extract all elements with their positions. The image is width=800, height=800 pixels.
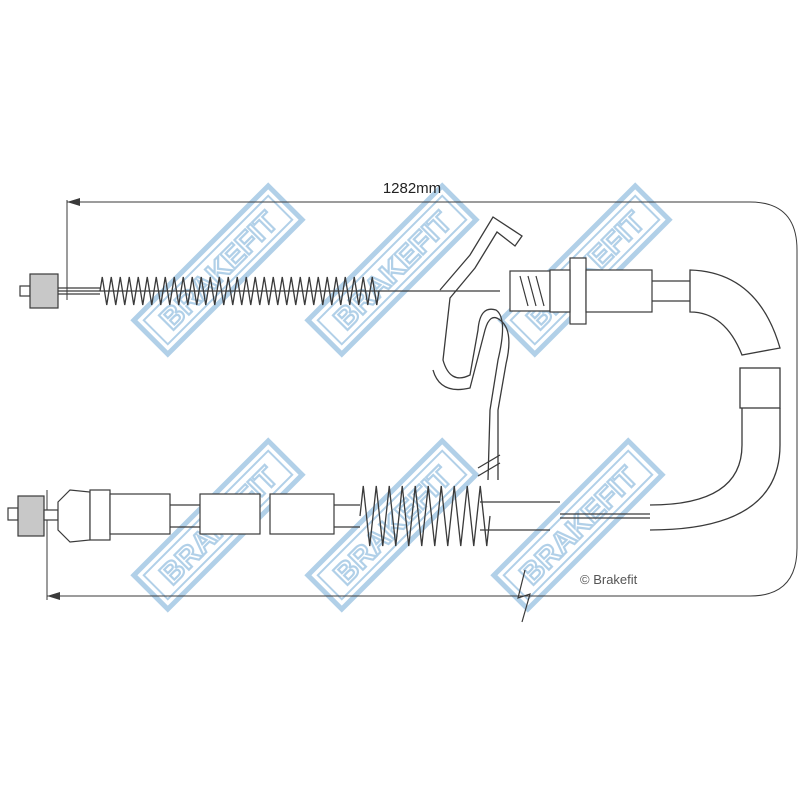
dimension-lines: [46, 200, 798, 600]
watermark-badge: BRAKEFIT: [134, 186, 302, 354]
upper-cable: [19, 273, 500, 309]
break-symbol: [517, 569, 531, 623]
lower-cable: [7, 489, 650, 543]
watermark-text: BRAKEFIT: [154, 206, 285, 337]
watermark-badge: BRAKEFIT: [308, 186, 476, 354]
upper-connector: [509, 257, 690, 325]
upper-spring: [99, 276, 380, 306]
copyright-text: © Brakefit: [580, 572, 638, 587]
lower-spring: [359, 485, 491, 547]
lever-hook: [432, 216, 523, 481]
dimension-arrow: [67, 198, 80, 206]
cable-bend: [649, 269, 781, 531]
dimension-arrow: [47, 592, 60, 600]
dimension-label: 1282mm: [383, 180, 441, 197]
watermark-group: BRAKEFIT BRAKEFIT BRAKEFIT BRAKEFIT BRAK…: [134, 186, 669, 609]
watermark-text: BRAKEFIT: [328, 206, 459, 337]
